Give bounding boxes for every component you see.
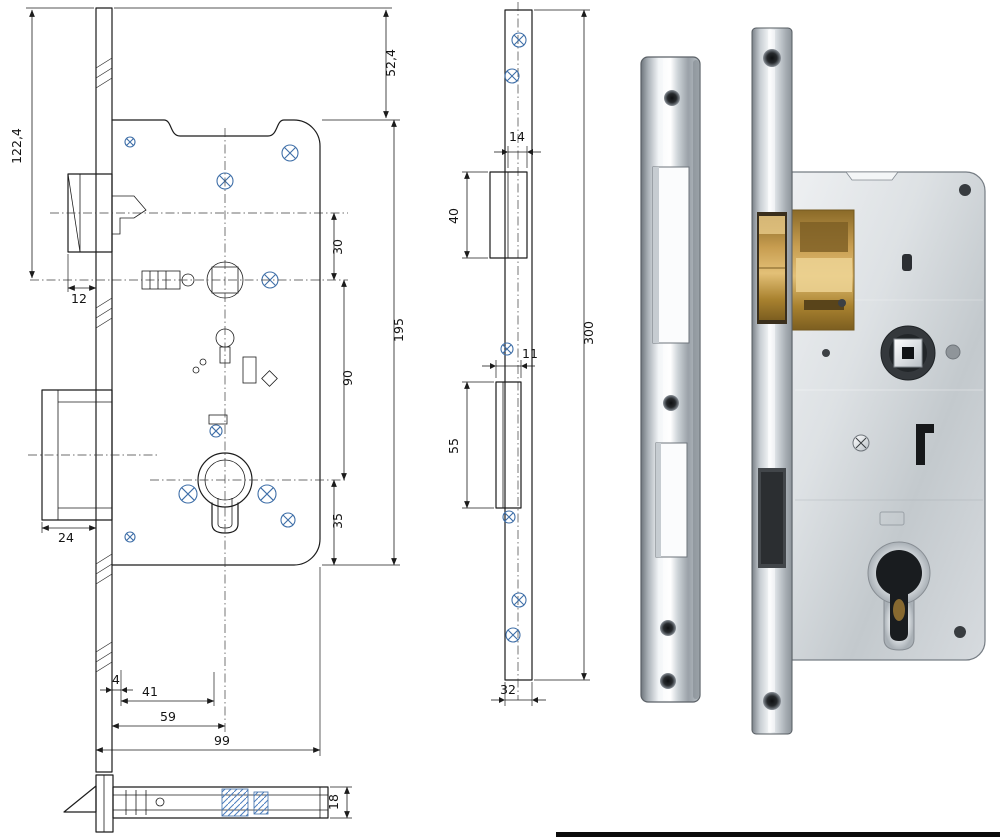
dim-label-52-4: 52,4 [383,49,398,77]
dim-label-12: 12 [71,291,87,306]
latch-cutout-drawing [489,171,528,259]
screw-hole [660,620,676,636]
dimension-300: 300 [534,9,596,681]
dimension-40: 40 [446,171,488,259]
dim-label-32: 32 [500,682,516,697]
dim-label-90: 90 [340,370,355,386]
case-hole [959,184,971,196]
dim-label-24: 24 [58,530,74,545]
spindle-square-hole [902,347,914,359]
cross-screw [852,434,870,452]
rivet [945,344,961,360]
screw-symbols-faceplate [500,32,527,643]
case-hole [954,626,966,638]
dim-label-122-4: 122,4 [9,128,24,164]
slot-cutout [902,254,912,271]
dim-label-35: 35 [330,513,345,529]
latch-cutout-photo [652,166,690,344]
stamp-mark [879,511,905,526]
dimension-30: 30 [330,212,345,281]
dim-label-30: 30 [330,239,345,255]
faceplate-screw-hole [763,692,781,710]
lock-case-outline [111,119,321,566]
hook-slot [916,424,934,465]
lock-body-photo [751,27,986,735]
dim-label-4: 4 [112,672,120,687]
dim-label-300: 300 [581,321,596,345]
centerlines [28,128,348,732]
dimension-99: 99 [95,567,321,756]
follower-hub-photo [880,325,936,381]
lock-body-front-drawing: 122,4 52,4 12 24 30 90 [9,7,406,773]
screw-hole [664,90,680,106]
dim-label-195: 195 [391,318,406,342]
dimension-18: 18 [326,786,352,819]
dim-label-41: 41 [142,684,158,699]
dimension-195: 195 [322,119,406,566]
dimension-90: 90 [340,279,355,481]
bottom-edge-artifact [556,832,1000,837]
dim-label-59: 59 [160,709,176,724]
screw-hole [660,673,676,689]
lock-faceplate-photo [751,27,793,735]
section-hatch-cylinder [221,788,249,817]
lock-side-view-drawing: 18 [63,774,352,833]
dimension-35: 35 [330,479,345,566]
dimension-55: 55 [446,381,494,509]
dim-label-40: 40 [446,208,461,224]
section-hatch-marks [95,57,113,673]
euro-cylinder-photo [867,541,931,651]
dim-label-11: 11 [522,346,538,361]
bolt-cutout-drawing [495,381,522,509]
dimension-24: 24 [41,522,97,545]
dim-label-14: 14 [509,129,525,144]
faceplate-front-drawing: 14 40 11 55 [446,2,596,706]
strike-plate-photo [640,56,701,703]
screw-hole [663,395,679,411]
dimension-4: 4 [100,567,133,740]
dimension-14: 14 [494,129,541,168]
dimension-32: 32 [491,682,546,706]
case-top-notch [845,171,899,181]
screw-symbols-front [124,136,299,543]
dimension-122-4: 122,4 [9,7,94,279]
dimension-11: 11 [482,346,538,378]
mechanism-parts [141,261,278,534]
brass-latch-mechanism [789,209,855,331]
dimension-52-4: 52,4 [114,7,400,121]
faceplate-screw-hole [763,49,781,67]
bolt-opening-in-faceplate [758,468,786,568]
dim-label-99: 99 [214,733,230,748]
dimension-41: 41 [120,672,215,706]
latch-in-faceplate [757,212,787,324]
bolt-cutout-photo [655,442,688,558]
dimension-12: 12 [67,254,97,306]
dimension-59: 59 [111,709,226,729]
dim-label-18: 18 [326,794,341,810]
dim-label-55: 55 [446,438,461,454]
latch-tip-side [63,785,97,813]
